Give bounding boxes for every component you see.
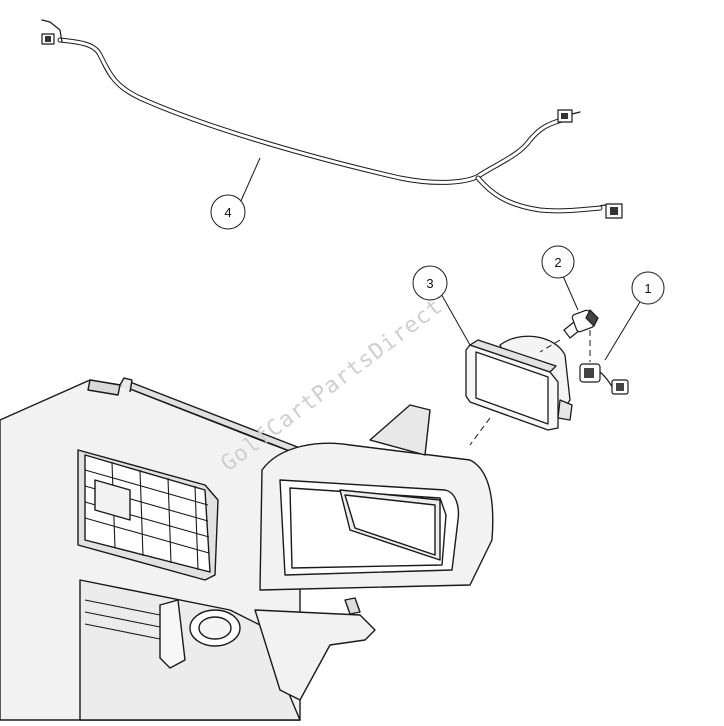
bulb-socket	[579, 363, 629, 395]
callout-2: 2	[541, 245, 575, 279]
front-cowl	[0, 377, 494, 721]
headlight-bulb	[563, 308, 599, 339]
callout-3: 3	[412, 265, 448, 301]
headlight-lamp	[465, 335, 573, 431]
harness-connector-right-lower	[599, 203, 623, 219]
callout-3-label: 3	[426, 276, 433, 291]
grille	[77, 449, 219, 581]
callout-3-circle	[412, 265, 448, 301]
callout-leaders	[239, 157, 641, 361]
callout-2-circle	[541, 245, 575, 279]
harness-connector-right-upper	[557, 109, 581, 123]
callout-4-circle	[210, 194, 246, 230]
harness-connector-left	[41, 19, 63, 45]
callout-4: 4	[210, 194, 246, 230]
callout-4-label: 4	[224, 205, 231, 220]
wire-harness	[41, 19, 623, 219]
headlight-bezel	[259, 442, 494, 591]
callout-1-circle	[631, 271, 665, 305]
callout-2-label: 2	[554, 255, 561, 270]
callout-1-label: 1	[644, 281, 651, 296]
callout-1: 1	[631, 271, 665, 305]
